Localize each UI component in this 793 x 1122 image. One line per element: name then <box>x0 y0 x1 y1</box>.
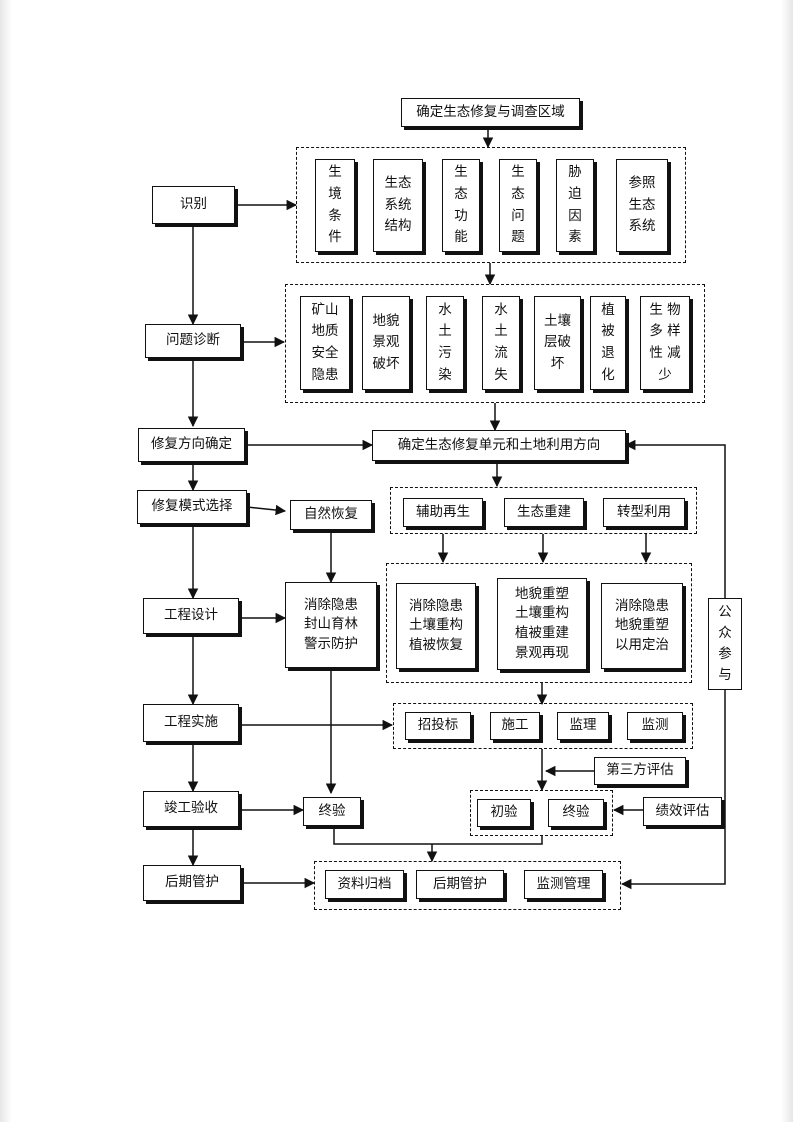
mode-ecological-reconstruction: 生态重建 <box>504 498 584 527</box>
stage-identify: 识别 <box>152 186 235 224</box>
identify-group <box>296 147 686 263</box>
modes-group <box>390 487 697 534</box>
performance-evaluation: 绩效评估 <box>643 797 722 826</box>
diagnosis-item: 地貌 景观 破坏 <box>362 296 410 390</box>
diagnosis-item: 生 物 多 样 性 减 少 <box>640 296 690 390</box>
connector-inspection-merge <box>432 836 543 845</box>
mode-transformation-use: 转型利用 <box>603 498 685 527</box>
stage-postcare: 后期管护 <box>143 865 241 901</box>
mode-measures-1: 消除隐患 土壤重构 植被恢复 <box>396 583 476 669</box>
scan-edge-right <box>781 0 793 1122</box>
identify-item: 生 态 问 题 <box>499 159 537 252</box>
measures-group <box>386 563 692 683</box>
arrow-public-to-postcare <box>620 690 726 890</box>
stage-direction: 修复方向确定 <box>138 428 245 462</box>
postcare-archive: 资料归档 <box>325 870 404 899</box>
stage-acceptance: 竣工验收 <box>143 791 239 827</box>
mode-measures-3: 消除隐患 地貌重塑 以用定治 <box>601 583 683 669</box>
title-box: 确定生态修复与调查区域 <box>401 98 580 127</box>
inspection-group <box>470 790 613 836</box>
diagnosis-item: 植 被 退 化 <box>590 296 626 390</box>
postcare-monitoring: 监测管理 <box>524 870 603 899</box>
unit-direction-box: 确定生态修复单元和土地利用方向 <box>372 430 626 461</box>
diagnosis-group <box>285 284 705 403</box>
third-party-evaluation: 第三方评估 <box>594 757 686 785</box>
stage-mode: 修复模式选择 <box>137 490 247 524</box>
mode-assisted-regeneration: 辅助再生 <box>403 498 483 527</box>
stage-implement: 工程实施 <box>143 704 239 742</box>
postcare-maintenance: 后期管护 <box>416 870 504 899</box>
diagnosis-item: 水 土 污 染 <box>426 296 464 390</box>
stage-design: 工程设计 <box>143 598 239 634</box>
identify-item: 参照 生态 系统 <box>616 159 668 252</box>
implementation-supervision: 监理 <box>557 712 609 740</box>
implementation-bidding: 招投标 <box>405 712 471 740</box>
final-inspection-box: 终验 <box>303 797 361 826</box>
arrow-public-to-unit <box>624 439 726 598</box>
preliminary-inspection: 初验 <box>477 799 531 827</box>
inspection-final: 终验 <box>548 799 604 827</box>
implementation-monitoring: 监测 <box>627 712 683 740</box>
natural-measures-box: 消除隐患 封山育林 警示防护 <box>285 582 377 668</box>
arrow-mode-natural <box>246 504 287 516</box>
identify-item: 生 态 功 能 <box>442 159 480 252</box>
postcare-group <box>314 861 621 910</box>
natural-recovery-box: 自然恢复 <box>290 500 372 530</box>
diagnosis-item: 土壤 层破 坏 <box>534 296 581 390</box>
public-participation-box: 公 众 参 与 <box>708 598 742 690</box>
stage-diagnose: 问题诊断 <box>145 324 241 358</box>
connector-final-merge <box>333 828 432 845</box>
scan-edge-left <box>0 0 12 1122</box>
identify-item: 胁 迫 因 素 <box>556 159 594 252</box>
implementation-group <box>393 703 693 749</box>
mode-measures-2: 地貌重塑 土壤重构 植被重建 景观再现 <box>497 578 587 670</box>
diagnosis-item: 水 土 流 失 <box>482 296 520 390</box>
identify-item: 生态 系统 结构 <box>373 159 423 252</box>
identify-item: 生 境 条 件 <box>315 159 355 252</box>
diagnosis-item: 矿山 地质 安全 隐患 <box>300 296 350 390</box>
implementation-construction: 施工 <box>490 712 540 740</box>
